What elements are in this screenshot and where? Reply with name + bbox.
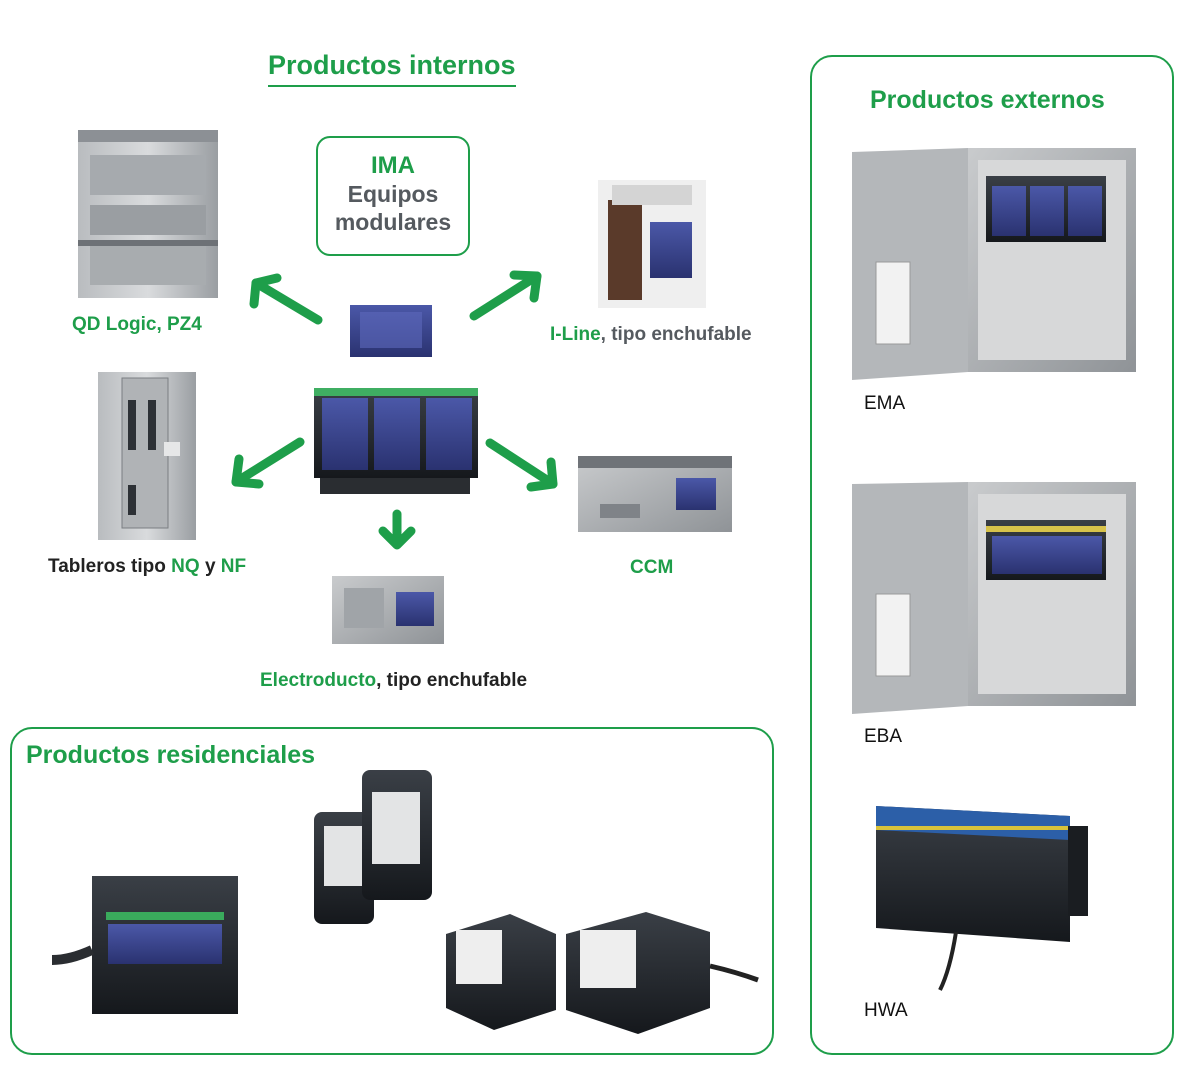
- ema-enclosure-image: [852, 148, 1136, 380]
- ema-label: EMA: [864, 393, 906, 414]
- qd-logic-panel-image: [78, 130, 218, 298]
- arrow-to-qd: [249, 273, 323, 325]
- tableros-nf: NF: [220, 556, 247, 577]
- internal-products-title: Productos internos: [268, 50, 516, 87]
- arrow-to-tableros: [231, 437, 305, 489]
- nq-nf-panel-image: [98, 372, 196, 540]
- ima-modular-box: IMA Equipos modulares: [316, 136, 470, 256]
- i-line-highlight: I-Line: [550, 324, 601, 345]
- ima-line3: modulares: [334, 209, 452, 235]
- ima-line2: Equipos: [347, 181, 439, 207]
- ima-title: IMA: [371, 152, 415, 179]
- eba-label: EBA: [864, 726, 903, 747]
- tableros-prefix: Tableros tipo: [48, 556, 172, 577]
- electroducto-image: [332, 576, 444, 644]
- arrows: [231, 270, 558, 550]
- external-products-panel: [810, 55, 1174, 1055]
- arrow-to-iline: [469, 270, 542, 321]
- residential-device-pair-image: [314, 770, 432, 924]
- residential-products-title: Productos residenciales: [26, 741, 316, 769]
- residential-device-large-image: [51, 876, 238, 1014]
- hwa-label: HWA: [864, 1000, 908, 1021]
- arrow-to-ccm: [485, 438, 558, 492]
- electroducto-label: Electroducto, tipo enchufable: [260, 670, 527, 692]
- electroducto-highlight: Electroducto: [260, 670, 377, 691]
- i-line-image: [598, 180, 706, 308]
- ima-device-image: [314, 305, 478, 494]
- ccm-image: [578, 456, 732, 532]
- hwa-image: [876, 806, 1088, 991]
- ccm-label: CCM: [630, 557, 674, 578]
- eba-enclosure-image: [852, 482, 1136, 714]
- residential-device-boxes-image: [446, 912, 759, 1034]
- arrow-to-electroducto: [378, 509, 416, 550]
- i-line-rest: , tipo enchufable: [600, 324, 752, 345]
- qd-logic-label: QD Logic, PZ4: [72, 314, 202, 335]
- tableros-y: y: [199, 556, 221, 577]
- tableros-nq: NQ: [171, 556, 200, 577]
- residential-products-panel: [10, 727, 774, 1055]
- electroducto-rest: , tipo enchufable: [376, 670, 528, 691]
- i-line-label: I-Line, tipo enchufable: [550, 324, 752, 346]
- tableros-label: Tableros tipo NQ y NF: [48, 556, 246, 578]
- external-products-title: Productos externos: [870, 86, 1105, 114]
